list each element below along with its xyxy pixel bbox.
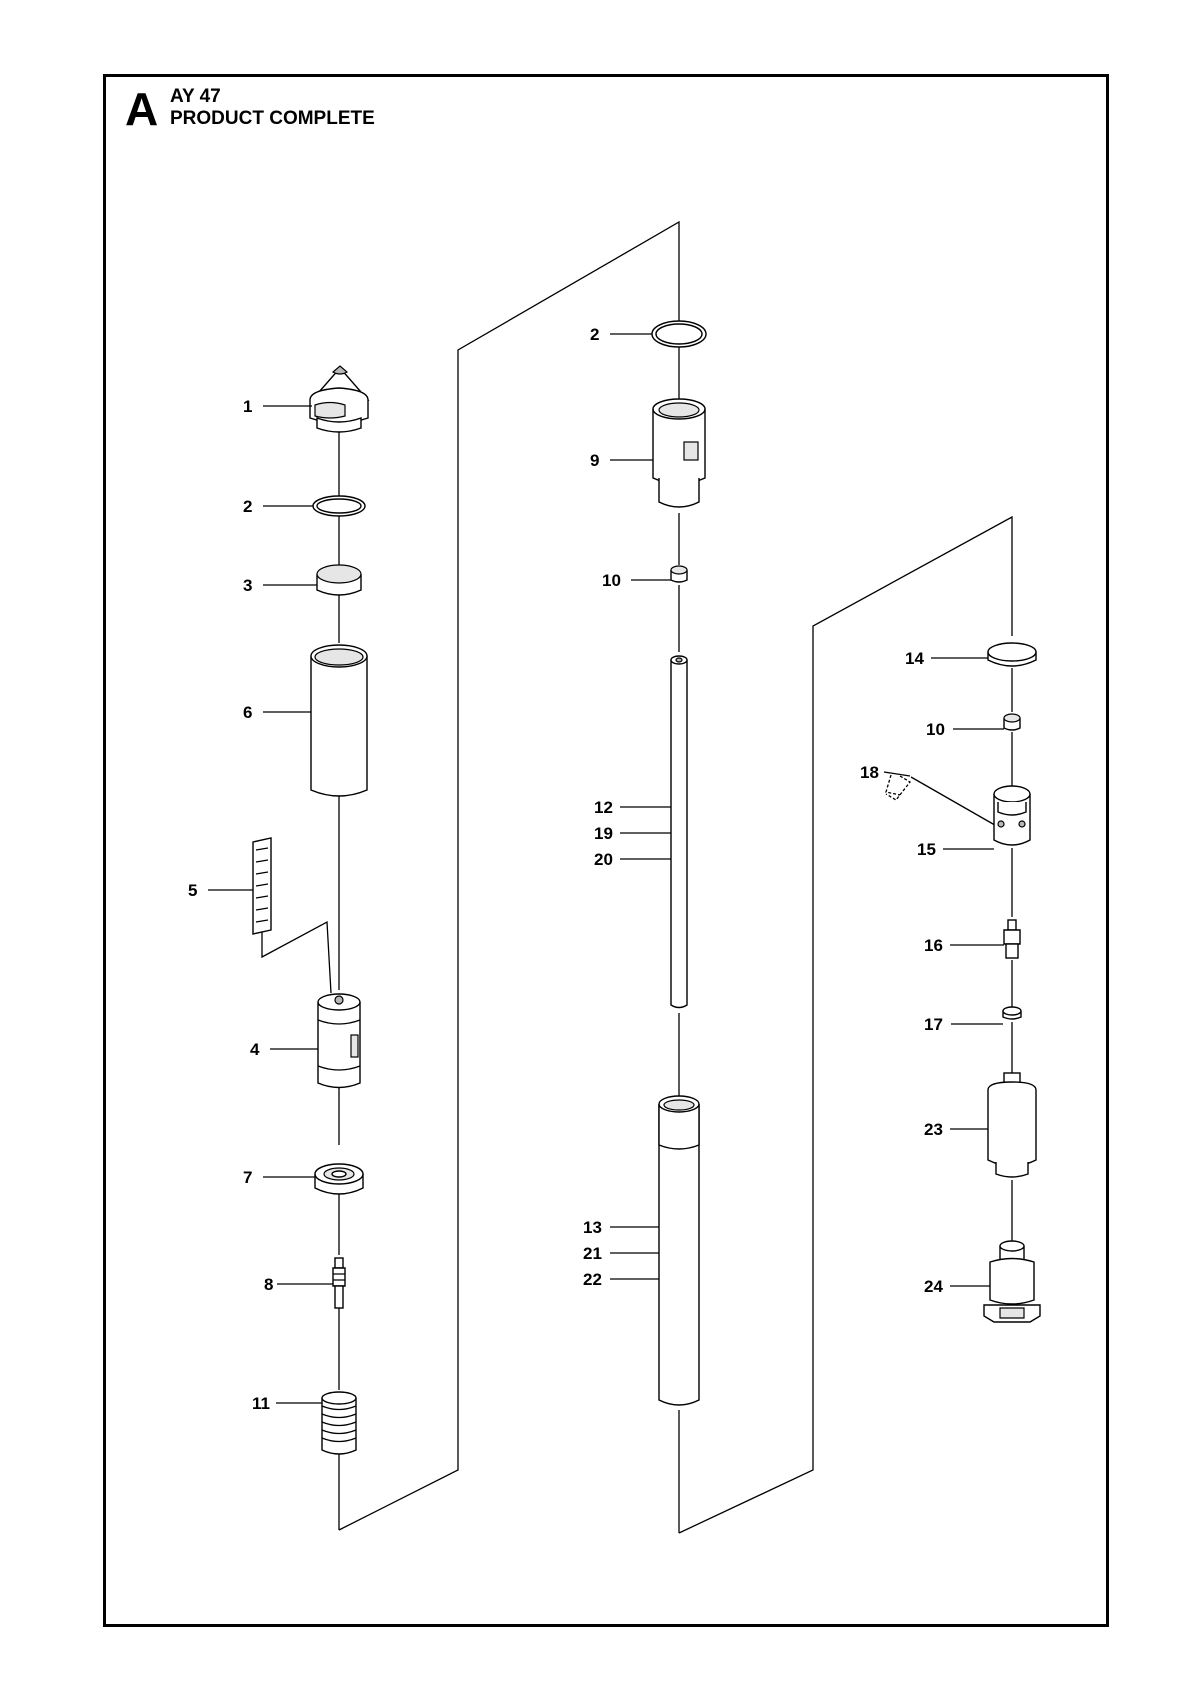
callout-8: 8: [264, 1275, 273, 1294]
callout-20: 20: [594, 850, 613, 869]
part-5-label-sticker: [252, 837, 272, 935]
part-10-bushing-middle: [670, 565, 688, 583]
part-17-washer: [1002, 1006, 1022, 1020]
callout-12: 12: [594, 798, 613, 817]
section-letter: A: [125, 83, 159, 135]
callout-2-middle: 2: [590, 325, 599, 344]
part-15-housing: [993, 785, 1031, 846]
callout-21: 21: [583, 1244, 602, 1263]
part-14-ring: [987, 642, 1037, 667]
part-2-o-ring-middle: [651, 320, 707, 348]
callout-10-right: 10: [926, 720, 945, 739]
assembly-title: PRODUCT COMPLETE: [170, 108, 375, 129]
model-code: AY 47: [170, 86, 221, 107]
callout-leaders: [208, 333, 1004, 1404]
callout-4: 4: [250, 1040, 260, 1059]
callout-18: 18: [860, 763, 879, 782]
part-13-hose-tube: [658, 1095, 700, 1406]
assembly-lines: [261, 220, 1013, 1534]
part-6-outer-tube: [310, 644, 368, 797]
part-11-threaded-end: [321, 1391, 357, 1455]
callout-22: 22: [583, 1270, 602, 1289]
part-23-sleeve: [987, 1072, 1037, 1178]
part-7-bearing: [314, 1163, 364, 1195]
callout-13: 13: [583, 1218, 602, 1237]
callout-7: 7: [243, 1168, 252, 1187]
part-8-shaft-pin: [332, 1257, 346, 1309]
callout-15: 15: [917, 840, 936, 859]
callout-23: 23: [924, 1120, 943, 1139]
callout-6: 6: [243, 703, 252, 722]
callout-2-left: 2: [243, 497, 252, 516]
callout-10-middle: 10: [602, 571, 621, 590]
part-9-coupling: [652, 398, 706, 508]
callout-11: 11: [252, 1394, 270, 1413]
part-3-disc: [316, 564, 362, 596]
part-1-nozzle-cap: [309, 365, 370, 433]
callout-9: 9: [590, 451, 599, 470]
part-18-screw: [885, 774, 911, 801]
callout-24: 24: [924, 1277, 943, 1296]
diagram-frame: [103, 74, 1109, 1627]
part-24-coupling-end: [983, 1240, 1041, 1323]
callout-5: 5: [188, 881, 197, 900]
callout-19: 19: [594, 824, 613, 843]
callout-17: 17: [924, 1015, 943, 1034]
part-12-shaft: [670, 655, 688, 1009]
callout-16: 16: [924, 936, 943, 955]
part-4-motor-body: [317, 993, 361, 1089]
callout-numbers: 1 2 3 6 5 4 7 8 11 2 9 10 12 19 20 13 21…: [188, 325, 945, 1413]
callout-1: 1: [243, 397, 252, 416]
part-16-valve-stem: [1003, 919, 1021, 959]
part-10-bushing-right: [1003, 713, 1021, 731]
part-2-o-ring: [312, 495, 366, 517]
callout-3: 3: [243, 576, 252, 595]
callout-14: 14: [905, 649, 924, 668]
